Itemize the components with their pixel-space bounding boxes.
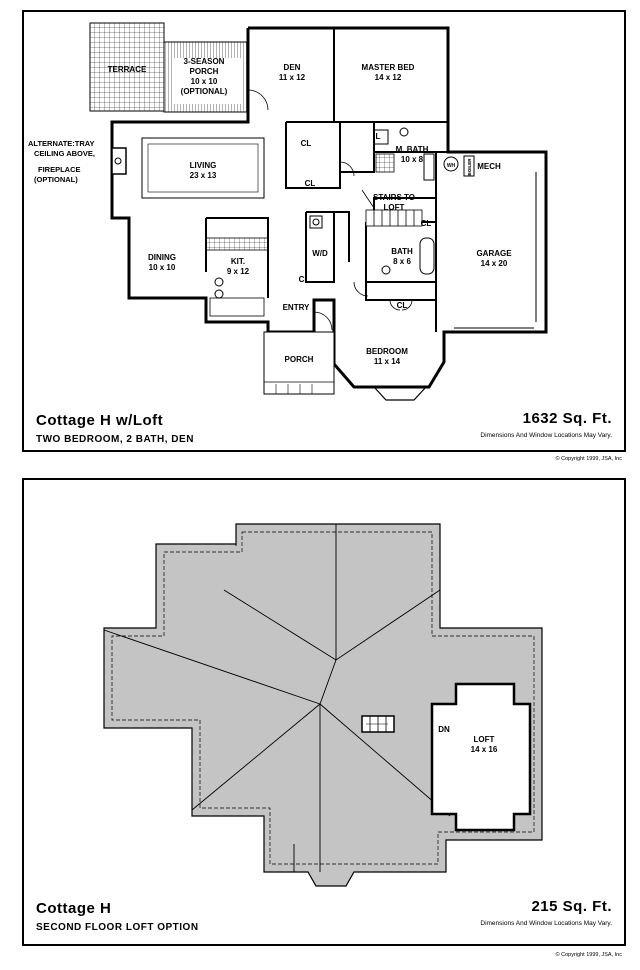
interior-walls — [205, 28, 448, 332]
label-bath-dim: 8 x 6 — [393, 257, 411, 266]
fireplace — [111, 147, 127, 175]
floor-plan-sheet: TERRACE 3-SEASON PORCH 10 x 10 (OPTIONAL… — [22, 10, 626, 452]
roof-plan: DN LOFT 14 x 16 — [103, 523, 543, 887]
exterior-walls — [110, 26, 548, 389]
living-rug — [141, 137, 265, 199]
loft-plan-sheet: DN LOFT 14 x 16 Cottage H SECOND FLOOR L… — [22, 478, 626, 946]
label-porch3-c: 10 x 10 — [191, 77, 218, 86]
plan-area: 1632 Sq. Ft. — [522, 410, 612, 427]
label-boiler: BOILER — [467, 158, 472, 176]
label-mech: MECH — [477, 162, 501, 171]
copyright-2: © Copyright 1999, JSA, Inc — [555, 952, 622, 958]
label-master: MASTER BED — [362, 63, 415, 72]
loft-room — [430, 682, 532, 832]
loft-plan-title: Cottage H — [36, 900, 112, 917]
front-porch — [263, 331, 335, 395]
loft-plan-area: 215 Sq. Ft. — [531, 898, 612, 915]
label-kitchen-dim: 9 x 12 — [227, 267, 250, 276]
label-terrace: TERRACE — [108, 65, 147, 74]
label-kitchen: KIT. — [231, 257, 245, 266]
label-fire-b: (OPTIONAL) — [34, 175, 78, 184]
label-porch: PORCH — [285, 355, 314, 364]
plan-subtitle: TWO BEDROOM, 2 BATH, DEN — [36, 434, 194, 445]
first-floor-plan: TERRACE 3-SEASON PORCH 10 x 10 (OPTIONAL… — [28, 22, 548, 401]
kitchen-counter — [205, 237, 269, 251]
label-closet-stairs: CL — [421, 219, 432, 228]
label-porch3-d: (OPTIONAL) — [181, 87, 228, 96]
copyright-1: © Copyright 1999, JSA, Inc — [555, 456, 622, 462]
label-entry: ENTRY — [283, 303, 310, 312]
label-closet-entry: CL — [299, 275, 310, 284]
roof-eave-line — [111, 531, 535, 865]
stairs — [365, 209, 423, 227]
label-bedroom-dim: 11 x 14 — [374, 357, 401, 366]
label-wd: W/D — [312, 249, 328, 258]
label-mbath-dim: 10 x 8 — [401, 155, 424, 164]
terrace-area — [89, 22, 165, 112]
label-fire-a: FIREPLACE — [38, 165, 81, 174]
label-closet-den: CL — [301, 139, 312, 148]
label-linen: L — [376, 132, 381, 141]
label-living: LIVING — [190, 161, 217, 170]
loft-plan-note: Dimensions And Window Locations May Vary… — [480, 920, 612, 927]
label-alt-b: CEILING ABOVE, — [34, 149, 95, 158]
label-garage: GARAGE — [476, 249, 512, 258]
label-den-dim: 11 x 12 — [279, 73, 306, 82]
bay-window — [373, 386, 427, 401]
label-porch3-b: PORCH — [190, 67, 219, 76]
label-stairs-b: LOFT — [384, 203, 405, 212]
label-den: DEN — [284, 63, 301, 72]
label-stairs-a: STAIRS TO — [373, 193, 415, 202]
loft-stairs — [361, 715, 395, 733]
plan-title: Cottage H w/Loft — [36, 412, 164, 429]
water-heater — [443, 156, 459, 172]
copyright-icon: © — [555, 456, 560, 462]
label-alt-a: ALTERNATE:TRAY — [28, 139, 95, 148]
label-loft-dim: 14 x 16 — [471, 745, 498, 754]
label-bath: BATH — [391, 247, 413, 256]
plan-note: Dimensions And Window Locations May Vary… — [480, 432, 612, 439]
label-dining-dim: 10 x 10 — [149, 263, 176, 272]
label-master-dim: 14 x 12 — [375, 73, 402, 82]
label-closet-hall: CL — [305, 179, 316, 188]
label-bedroom: BEDROOM — [366, 347, 408, 356]
label-wh: WH — [447, 163, 456, 169]
boiler — [463, 155, 475, 177]
label-loft: LOFT — [474, 735, 495, 744]
copyright-icon: © — [555, 952, 560, 958]
label-porch3-a: 3-SEASON — [184, 57, 225, 66]
label-dn: DN — [438, 725, 450, 734]
label-living-dim: 23 x 13 — [190, 171, 217, 180]
loft-plan-subtitle: SECOND FLOOR LOFT OPTION — [36, 922, 199, 933]
label-garage-dim: 14 x 20 — [481, 259, 508, 268]
label-dining: DINING — [148, 253, 176, 262]
roof-ridges — [103, 524, 451, 872]
label-closet-bed: CL — [397, 301, 408, 310]
label-mbath: M. BATH — [396, 145, 429, 154]
